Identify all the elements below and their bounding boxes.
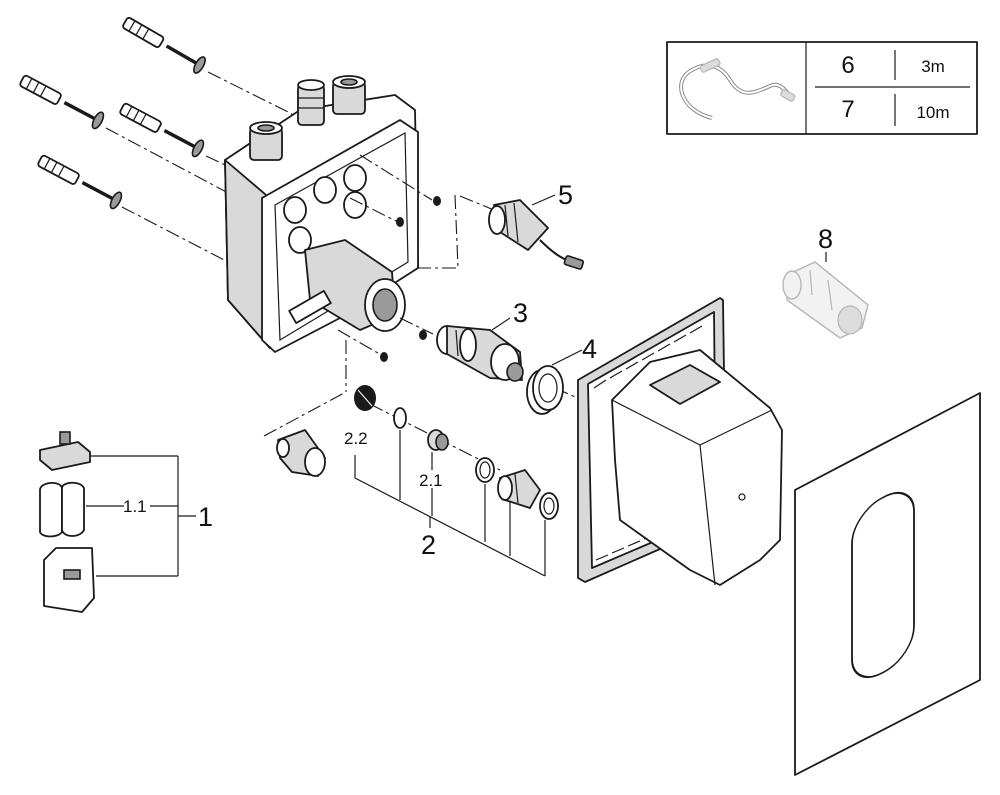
label-2-2: 2.2 [344, 429, 368, 448]
label-4: 4 [582, 334, 597, 364]
part-2-1-insert [427, 429, 449, 451]
washer [433, 196, 441, 206]
part-4-ring [526, 365, 564, 415]
leader-3 [491, 317, 511, 331]
part-1-1-batteries [39, 481, 85, 538]
table-frame [666, 41, 978, 135]
check-valve [497, 469, 541, 509]
label-2: 2 [421, 530, 436, 560]
small-o-ring [393, 407, 407, 429]
wall-plug-set [122, 17, 206, 74]
label-5: 5 [558, 180, 573, 210]
sensor-cable-icon [679, 58, 796, 120]
label-1: 1 [198, 502, 213, 532]
elbow-fitting [276, 429, 326, 477]
leader-4 [551, 349, 583, 366]
washer [419, 330, 427, 340]
cover-plate [794, 392, 981, 776]
o-ring [475, 457, 495, 483]
inlet-connector [332, 75, 366, 115]
washer [380, 352, 388, 362]
group-2-bracket [354, 430, 546, 577]
thermostat-body [611, 349, 783, 586]
table-row1-number: 6 [841, 52, 854, 79]
part-2-2-nut [354, 385, 376, 411]
label-3: 3 [513, 298, 528, 328]
table-row1-length: 3m [921, 57, 945, 76]
wall-plug-set [19, 74, 105, 130]
o-ring [539, 492, 559, 520]
label-2-1: 2.1 [419, 471, 443, 490]
part-1-battery-housing [43, 547, 95, 613]
wall-plug-set [37, 154, 123, 210]
label-1-1: 1.1 [123, 497, 147, 516]
group-1-bracket [86, 455, 196, 577]
part-5-connector [488, 199, 585, 270]
part-8-tool [782, 261, 869, 339]
inlet-connector [249, 121, 283, 161]
part-3-cartridge [436, 325, 524, 382]
table-row2-length: 10m [916, 103, 949, 122]
part-1-battery-cap [39, 431, 91, 471]
wall-plugs-and-screws [19, 17, 301, 263]
washer [396, 217, 404, 227]
leader-5 [531, 194, 556, 206]
label-8: 8 [818, 224, 833, 254]
cable-length-table: 6 3m 7 10m [666, 41, 978, 135]
table-row2-number: 7 [841, 96, 854, 123]
inlet-connector [297, 79, 325, 126]
mounting-box [224, 75, 419, 353]
wall-plug-set [119, 102, 205, 158]
